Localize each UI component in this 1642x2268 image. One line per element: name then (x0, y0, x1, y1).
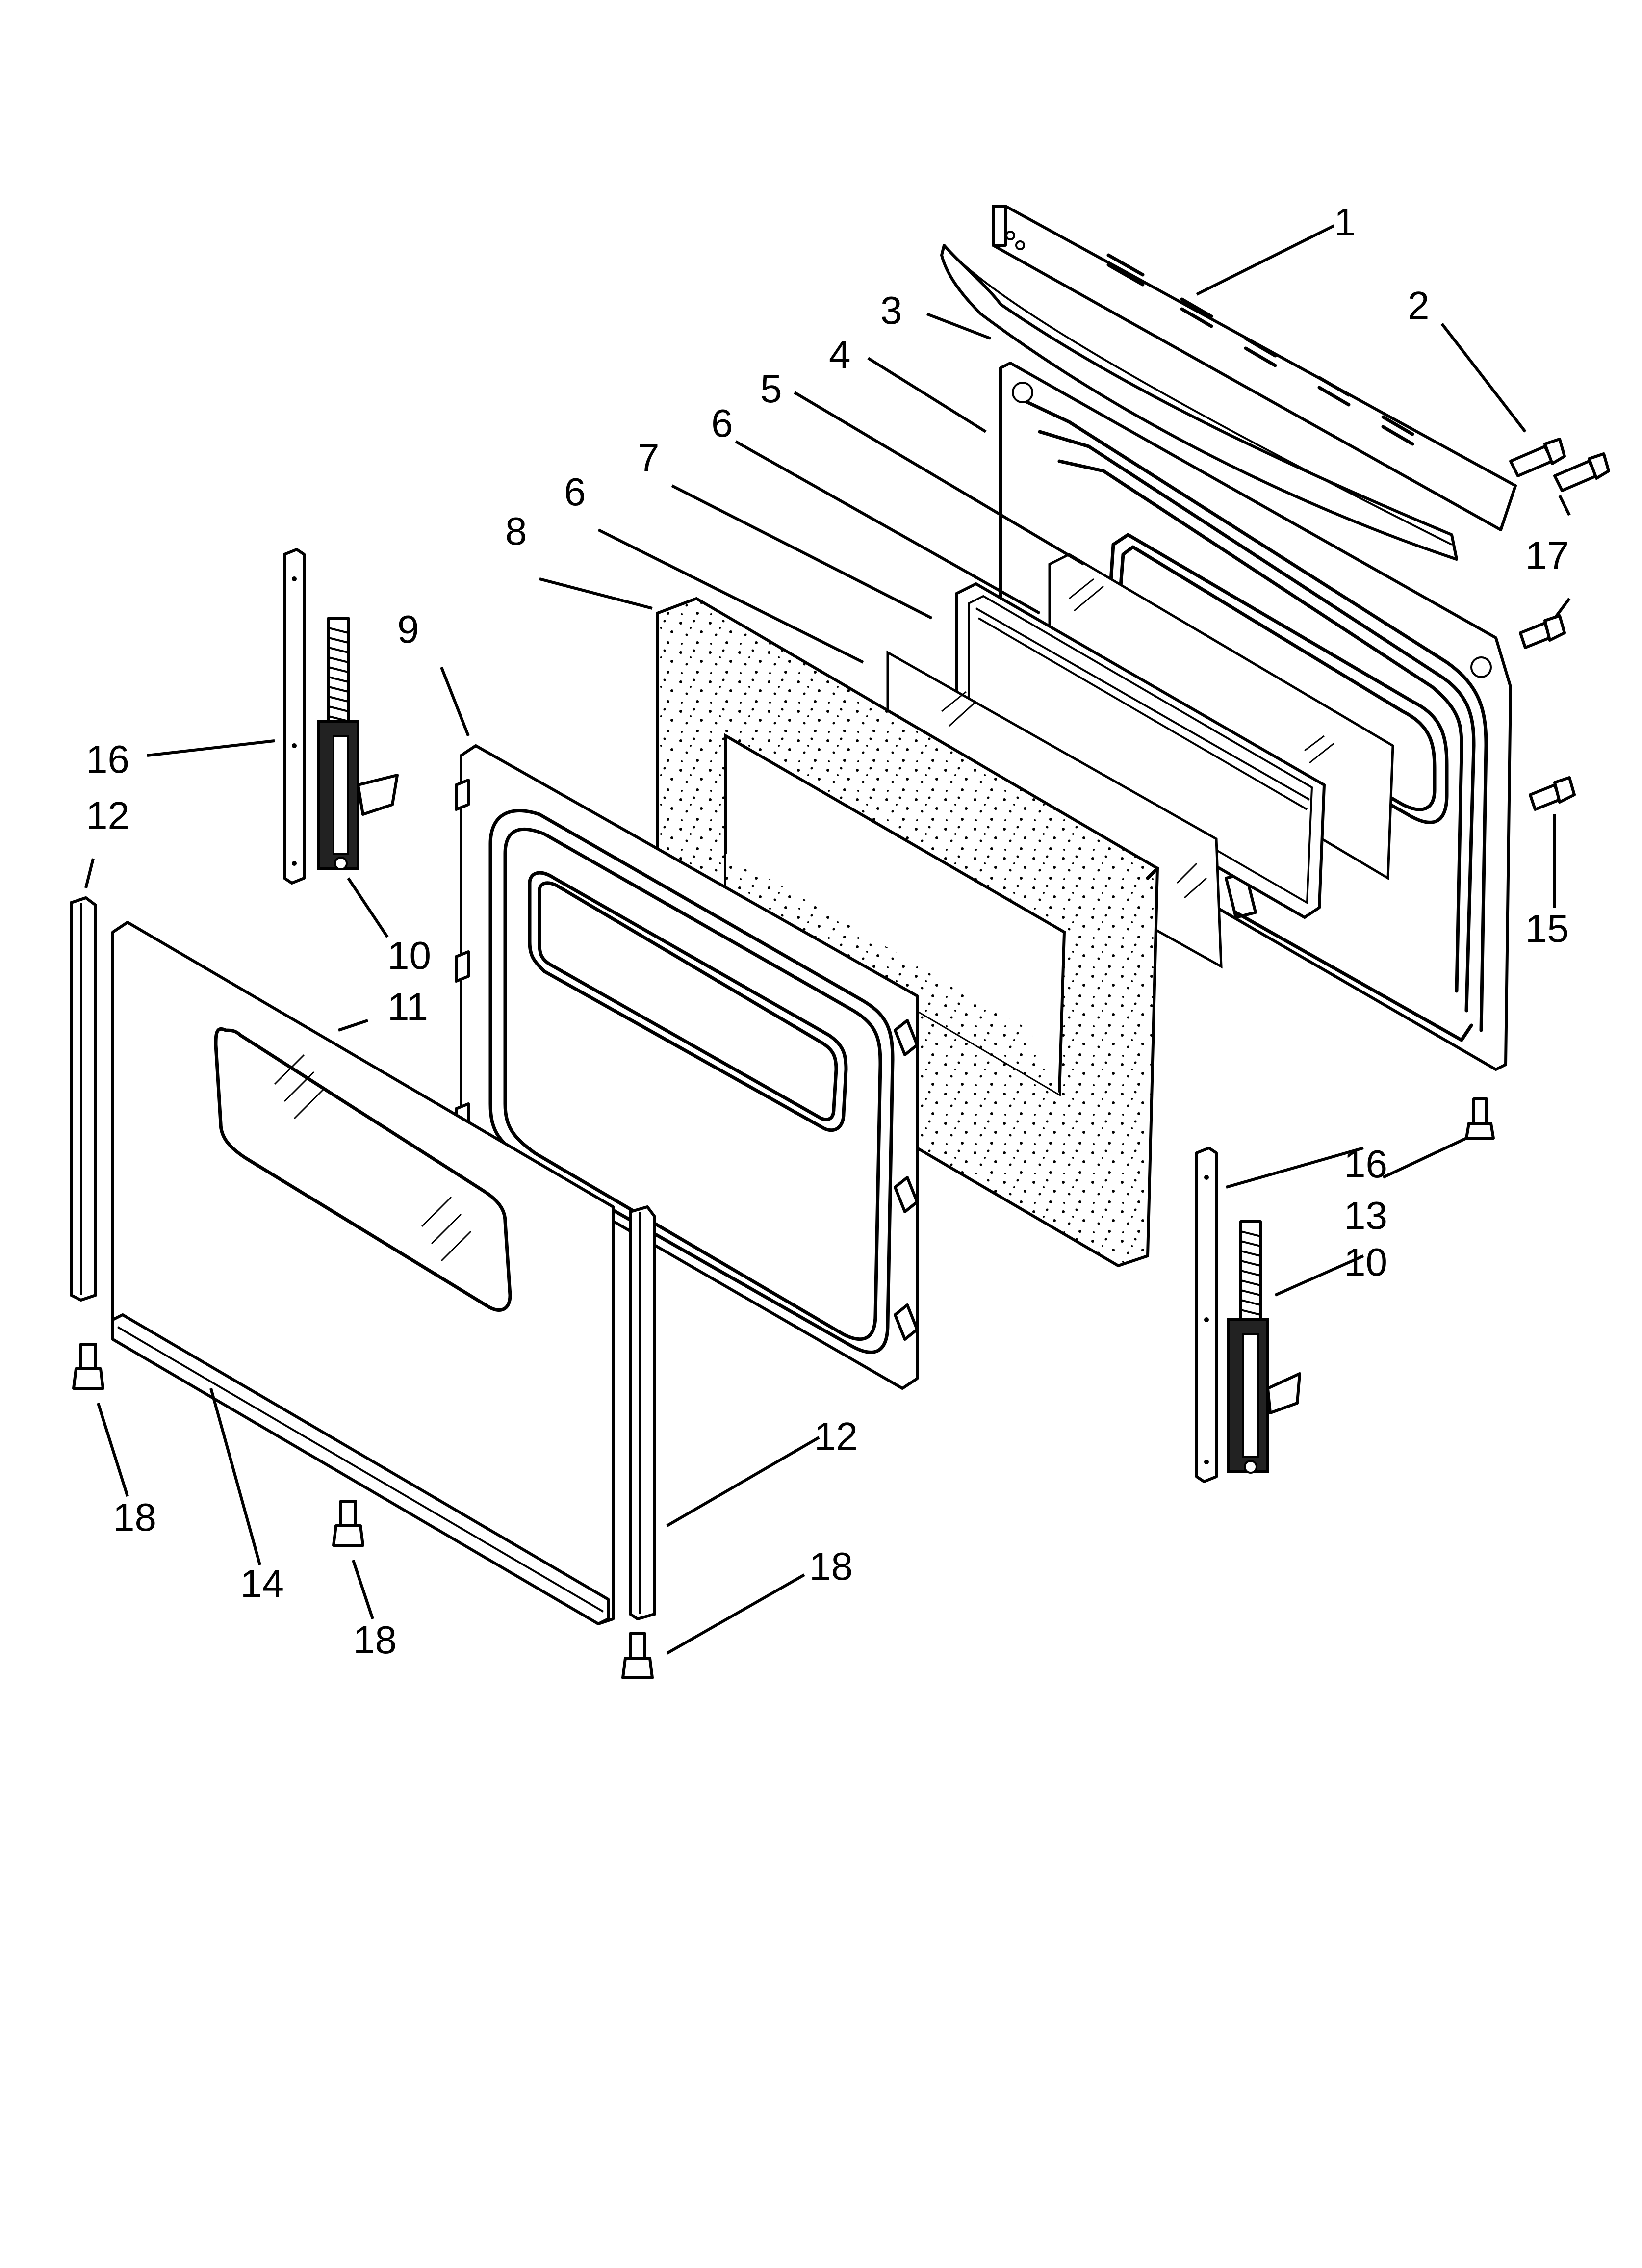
callout-9: 9 (397, 607, 419, 651)
side-trim-right-part (629, 1205, 656, 1620)
callout-18-right: 18 (809, 1544, 853, 1588)
screw-18-middle (332, 1500, 364, 1547)
screw-18-left (72, 1343, 104, 1390)
callout-7: 7 (638, 436, 660, 479)
side-trim-left-part (70, 896, 97, 1302)
callout-6a: 6 (711, 401, 733, 445)
callout-4: 4 (829, 333, 851, 376)
callout-10-right: 10 (1344, 1240, 1387, 1284)
callout-18-left: 18 (113, 1495, 156, 1539)
screw-13 (1465, 1097, 1495, 1140)
callout-labels: 1 2 3 4 5 6 7 6 8 9 16 12 10 11 17 15 16… (86, 200, 1569, 1662)
hinge-receiver-left-part (283, 548, 306, 885)
screws (72, 438, 1610, 1679)
callout-18-middle: 18 (353, 1618, 397, 1662)
callout-14: 14 (240, 1562, 284, 1605)
door-handle-part (940, 244, 1458, 561)
callout-13: 13 (1344, 1194, 1387, 1237)
screw-2a (1509, 438, 1566, 477)
inner-door-liner-part (455, 744, 919, 1390)
callout-6b: 6 (564, 470, 586, 514)
callout-2: 2 (1408, 284, 1430, 327)
screw-15 (1529, 776, 1576, 811)
callout-10-left: 10 (387, 934, 431, 977)
screw-17 (1519, 614, 1566, 649)
hinge-receiver-right-part (1195, 1147, 1218, 1483)
callout-3: 3 (880, 288, 902, 332)
callout-8: 8 (505, 509, 527, 553)
callout-16-left: 16 (86, 737, 129, 781)
callout-11: 11 (387, 985, 428, 1029)
insulation-part (656, 597, 1159, 1268)
callout-17: 17 (1525, 534, 1569, 577)
callout-12-right: 12 (814, 1414, 858, 1458)
vent-trim-part (992, 205, 1517, 531)
callout-5: 5 (760, 367, 782, 411)
screw-18-right (621, 1632, 654, 1679)
leader-lines (84, 224, 1571, 1655)
callout-16-right: 16 (1344, 1142, 1387, 1186)
screw-2b (1553, 452, 1610, 492)
callout-15: 15 (1525, 907, 1569, 950)
hinge-left-part (317, 617, 399, 870)
callout-1: 1 (1334, 200, 1356, 244)
bottom-trim-part (111, 1313, 610, 1625)
callout-12-left: 12 (86, 794, 129, 837)
hinge-right-part (1227, 1220, 1301, 1474)
